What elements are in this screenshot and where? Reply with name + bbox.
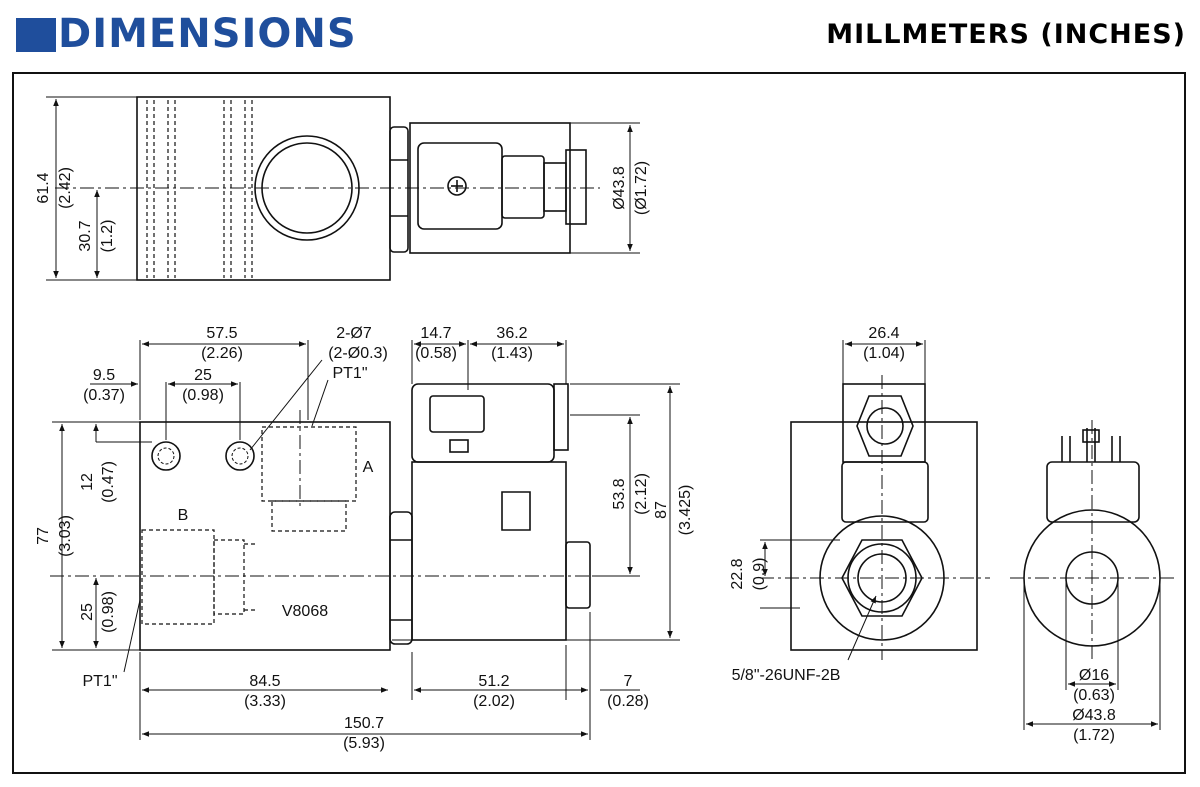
port-a-label: A [363,459,374,476]
front-conn-36-in: (1.43) [491,345,533,362]
front-view-cable-gland [553,383,569,451]
front-coil-53-in: (2.12) [633,473,650,515]
top-view [46,96,640,281]
drawing-frame [12,72,1186,774]
top-view-nut [389,126,409,253]
title-accent-block [16,18,56,52]
front-body-84-mm: 84.5 [249,673,280,690]
units-label: MILLMETERS (INCHES) [826,19,1186,50]
coil-view [1010,420,1175,730]
mount-hole-2 [225,441,255,471]
top-view-plug [565,149,587,225]
side-view-body [790,421,978,651]
front-hole-12-in: (0.47) [100,461,117,503]
coil-outer-in: (1.72) [1073,727,1115,744]
front-width-57-in: (2.26) [201,345,243,362]
side-thread-label: 5/8"-26UNF-2B [732,667,841,684]
side-axis-22-mm: 22.8 [729,558,746,589]
top-coil-dia-in: (Ø1.72) [633,161,650,215]
front-overall-87-in: (3.425) [677,485,694,536]
coil-bore-in: (0.63) [1073,687,1115,704]
top-port-offset-mm: 30.7 [77,220,94,251]
front-overall-87-mm: 87 [653,501,670,519]
front-view [50,340,680,740]
model-label: V8068 [282,603,328,620]
port-b-label: B [178,507,189,524]
front-height-77-in: (3.03) [57,515,74,557]
side-view-hex [856,395,914,457]
front-holes-mm: 2-Ø7 [336,325,372,342]
top-port-offset-in: (1.2) [99,220,116,253]
side-width-26-mm: 26.4 [868,325,899,342]
coil-bore-mm: Ø16 [1079,667,1109,684]
top-view-hidden-bores [146,100,253,278]
front-total-150-mm: 150.7 [344,715,384,732]
front-port-pt1-top: PT1" [332,365,367,382]
front-view-body [139,421,391,651]
front-conn-36-mm: 36.2 [496,325,527,342]
front-coil-51-in: (2.02) [473,693,515,710]
front-total-150-in: (5.93) [343,735,385,752]
side-width-26-in: (1.04) [863,345,905,362]
side-axis-22-in: (0.9) [751,558,768,591]
front-pitch-25-in: (0.98) [182,387,224,404]
front-pitch-25-mm: 25 [194,367,212,384]
front-coil-51-mm: 51.2 [478,673,509,690]
front-view-end-nut [565,541,591,609]
top-view-screw [447,176,467,196]
front-edge-9-in: (0.37) [83,387,125,404]
front-coil-53-mm: 53.8 [611,478,628,509]
front-view-coil [411,461,567,641]
front-height-77-mm: 77 [35,527,52,545]
side-view [760,340,990,661]
coil-view-terminal-block [1046,461,1140,523]
top-height-in: (2.42) [57,167,74,209]
front-body-84-in: (3.33) [244,693,286,710]
front-view-hidden-ports [141,426,357,625]
front-holes-in: (2-Ø0.3) [328,345,388,362]
front-conn-14-in: (0.58) [415,345,457,362]
front-edge-9-mm: 9.5 [93,367,115,384]
mount-hole-1 [151,441,181,471]
front-port-pt1-bottom: PT1" [82,673,117,690]
page-title: DIMENSIONS [58,11,357,57]
front-port-25-in: (0.98) [100,591,117,633]
front-nut-7-mm: 7 [624,673,633,690]
front-port-25-mm: 25 [79,603,96,621]
front-view-nut [389,511,413,645]
coil-outer-mm: Ø43.8 [1072,707,1116,724]
front-width-57-mm: 57.5 [206,325,237,342]
top-coil-dia-mm: Ø43.8 [611,166,628,210]
front-hole-12-mm: 12 [79,473,96,491]
page-header: DIMENSIONS MILLMETERS (INCHES) [0,0,1200,68]
top-height-mm: 61.4 [35,172,52,203]
front-nut-7-in: (0.28) [607,693,649,710]
front-conn-14-mm: 14.7 [420,325,451,342]
